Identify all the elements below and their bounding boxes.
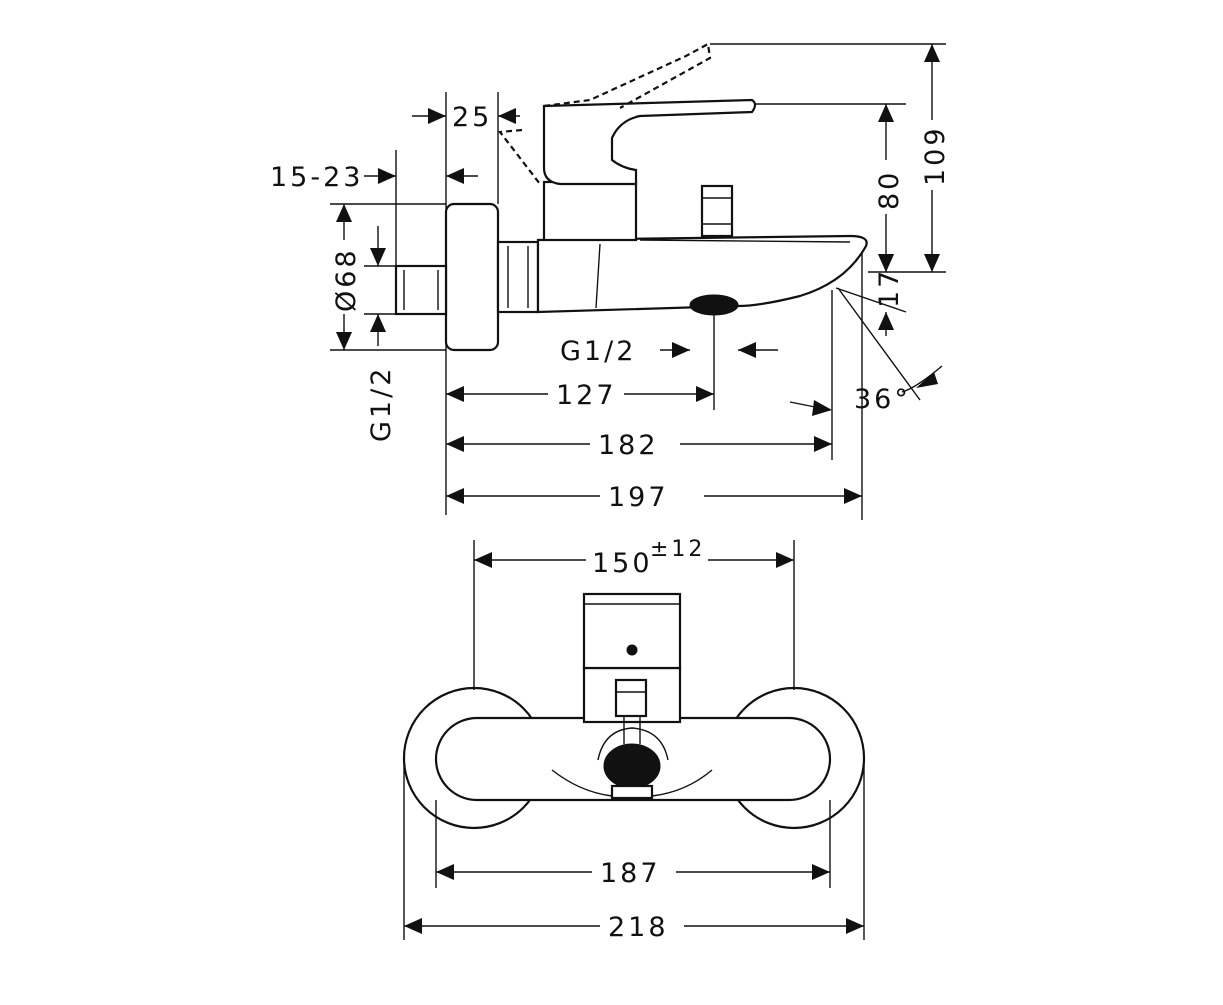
dim-label-197: 197	[608, 482, 669, 513]
front-view-drawing	[402, 592, 866, 830]
wall-flange	[444, 202, 500, 352]
dim-label-150-tolerance: ±12	[650, 537, 705, 562]
lever-front	[582, 592, 682, 670]
aerator-base	[610, 784, 654, 800]
dim-label-15-23: 15-23	[270, 162, 363, 193]
dim-label-109: 109	[920, 125, 951, 186]
cartridge-housing	[542, 180, 638, 242]
dim-label-g12-inlet: G1/2	[366, 366, 397, 442]
dim-label-80: 80	[874, 170, 905, 210]
aerator-outlet	[689, 294, 739, 316]
dim-label-218: 218	[608, 912, 669, 943]
dim-label-17: 17	[874, 268, 905, 308]
connector-nut	[496, 240, 540, 314]
diverter-knob-front	[614, 678, 648, 718]
front-view-dimensions	[403, 540, 865, 940]
dim-label-182: 182	[598, 430, 659, 461]
side-view-drawing	[394, 42, 868, 352]
diverter-knob	[700, 184, 734, 238]
side-view-dimensions	[330, 43, 946, 520]
lever-handle	[542, 98, 757, 186]
lever-raised-outline	[543, 42, 712, 109]
dim-label-25: 25	[452, 102, 492, 133]
dim-label-g12-outlet: G1/2	[560, 336, 636, 367]
dim-label-d68: Ø68	[331, 247, 362, 312]
dim-label-150: 150	[592, 548, 653, 579]
indicator-dot	[626, 644, 638, 656]
dim-label-127: 127	[556, 380, 617, 411]
aerator-front	[603, 743, 661, 789]
mixer-body-spout	[536, 234, 868, 314]
dim-label-36-degrees: 36°	[854, 384, 911, 415]
dim-label-187: 187	[600, 858, 661, 889]
